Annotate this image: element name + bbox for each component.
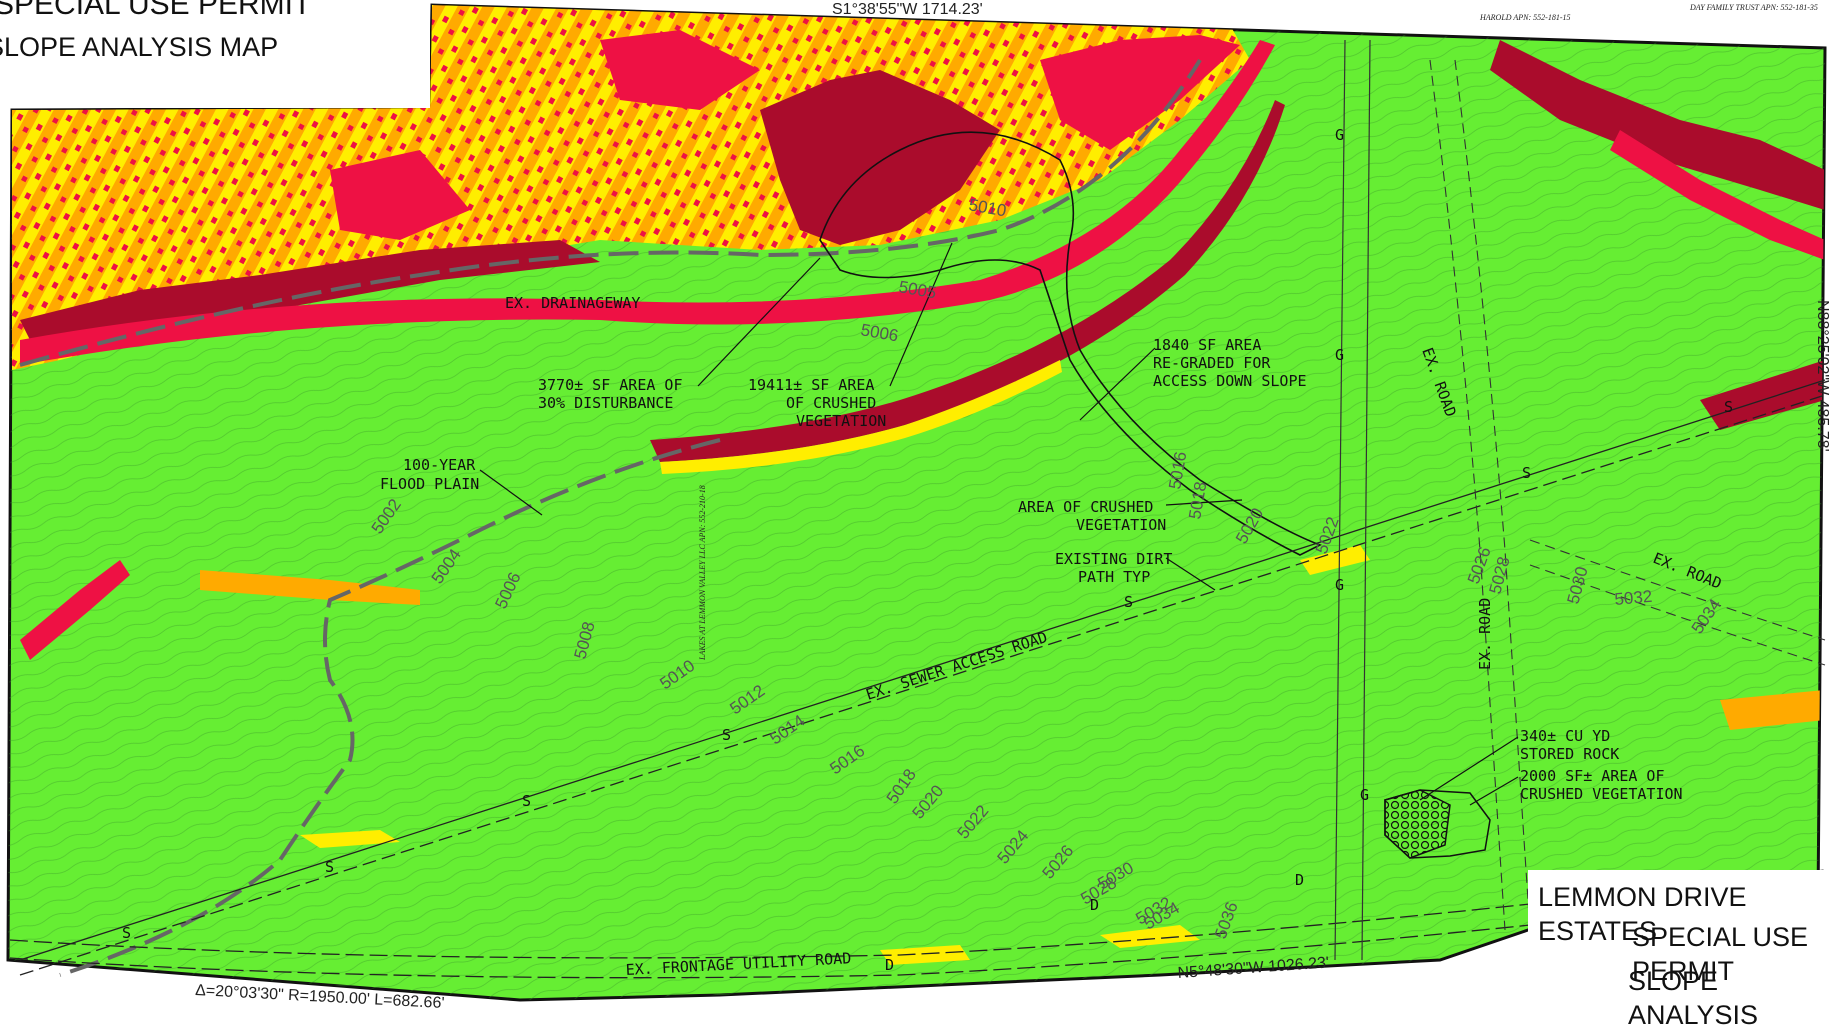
- crushed-area-label-1: AREA OF CRUSHED: [1018, 498, 1153, 516]
- floodplain-label-1: 100-YEAR: [403, 456, 476, 474]
- ex-road-lines: [1429, 59, 1826, 931]
- east-ridge: [1490, 40, 1825, 210]
- steep-slope-zones: [12, 5, 1825, 965]
- ridge-red-2: [330, 150, 470, 240]
- disturbance-outline: [819, 131, 1322, 556]
- parcel-lakes-at-lemmon: LAKES AT LEMMON VALLEY LLC APN: 552-210-…: [698, 485, 707, 661]
- stored-rock-label-1: 340± CU YD: [1520, 727, 1610, 745]
- gas-mark: G: [1335, 576, 1344, 594]
- parcel-day-family-trust: DAY FAMILY TRUST APN: 552-181-35: [1689, 3, 1818, 12]
- crushed-19411-label-2: OF CRUSHED: [786, 394, 876, 412]
- drainage-bank-upper: [20, 40, 1275, 365]
- gas-mark: G: [1360, 786, 1369, 804]
- bearing-top: S1°38'55"W 1714.23': [832, 1, 983, 18]
- sewer-mark: S: [722, 726, 731, 744]
- sewer-mark: S: [1724, 398, 1733, 416]
- se-patch: [1720, 690, 1825, 730]
- west-patch-1: [200, 570, 420, 605]
- east-slope-patch: [1700, 360, 1825, 430]
- disturbance-label-2: 30% DISTURBANCE: [538, 394, 673, 412]
- floodplain-line-lower: [59, 438, 721, 977]
- crushed-2000-label-1: 2000 SF± AREA OF: [1520, 767, 1665, 785]
- utility-marks: S S S S S S S G G G G D D D: [122, 126, 1733, 974]
- sewer-mark: S: [325, 858, 334, 876]
- floodplain-label-2: FLOOD PLAIN: [380, 475, 479, 493]
- ex-road-label-2: EX. ROAD: [1476, 598, 1494, 670]
- sw-patch: [300, 830, 400, 848]
- gas-mark: G: [1335, 126, 1344, 144]
- title-top-line1: SPECIAL USE PERMIT: [0, 0, 312, 21]
- sewer-mark: S: [522, 792, 531, 810]
- title-block-bottom: LEMMON DRIVE ESTATES SPECIAL USE PERMIT …: [1528, 870, 1831, 1030]
- south-patch-2: [880, 945, 970, 965]
- regraded-label-3: ACCESS DOWN SLOPE: [1153, 372, 1307, 390]
- title-block-top: SPECIAL USE PERMIT SLOPE ANALYSIS MAP: [0, 0, 430, 108]
- drain-mark: D: [885, 956, 894, 974]
- title-bottom-line2: SPECIAL USE PERMIT: [1632, 922, 1809, 986]
- sewer-mark: S: [1124, 593, 1133, 611]
- mid-patch: [1300, 545, 1370, 575]
- gas-mark: G: [1335, 346, 1344, 364]
- drainage-bank-lower: [650, 100, 1285, 462]
- east-ridge-2: [1610, 130, 1825, 260]
- crushed-2000-label-2: CRUSHED VEGETATION: [1520, 785, 1683, 803]
- crushed-vegetation-area-2000: [1384, 789, 1491, 859]
- sewer-mark: S: [1522, 464, 1531, 482]
- gas-line: [1334, 39, 1371, 961]
- regraded-label-2: RE-GRADED FOR: [1153, 354, 1271, 372]
- stored-rock-label-2: STORED ROCK: [1520, 745, 1619, 763]
- ridge-red-1: [600, 30, 760, 110]
- contour-label: 5032: [1614, 587, 1653, 609]
- crushed-area-label-2: VEGETATION: [1076, 516, 1166, 534]
- title-bottom-line1: LEMMON DRIVE ESTATES: [1538, 882, 1747, 946]
- disturbance-label-1: 3770± SF AREA OF: [538, 376, 683, 394]
- floodplain-line-upper: [19, 58, 1202, 367]
- west-patch-2: [20, 560, 130, 660]
- sewer-mark: S: [122, 924, 131, 942]
- south-patch-1: [1100, 925, 1200, 948]
- dirt-path-label-1: EXISTING DIRT: [1055, 550, 1172, 568]
- drainage-bank-lower-yellow: [660, 360, 1062, 474]
- bearing-right: N88°25'02"W 485.78': [1814, 300, 1831, 452]
- drain-mark: D: [1090, 896, 1099, 914]
- regraded-label-1: 1840 SF AREA: [1153, 336, 1261, 354]
- title-top-line2: SLOPE ANALYSIS MAP: [0, 32, 279, 62]
- parcel-harold: HAROLD APN: 552-181-15: [1479, 13, 1571, 22]
- crushed-19411-label-1: 19411± SF AREA: [748, 376, 874, 394]
- drainageway-label: EX. DRAINAGEWAY: [505, 294, 640, 312]
- sewer-access-road: [19, 379, 1826, 976]
- ridge-red-4: [1040, 35, 1240, 150]
- crushed-19411-label-3: VEGETATION: [796, 412, 886, 430]
- drain-mark: D: [1295, 871, 1304, 889]
- title-bottom-line3: SLOPE ANALYSIS: [1628, 966, 1759, 1030]
- steep-ridge-dark: [760, 70, 1000, 245]
- leader-lines: [479, 242, 1519, 806]
- dirt-path-label-2: PATH TYP: [1078, 568, 1150, 586]
